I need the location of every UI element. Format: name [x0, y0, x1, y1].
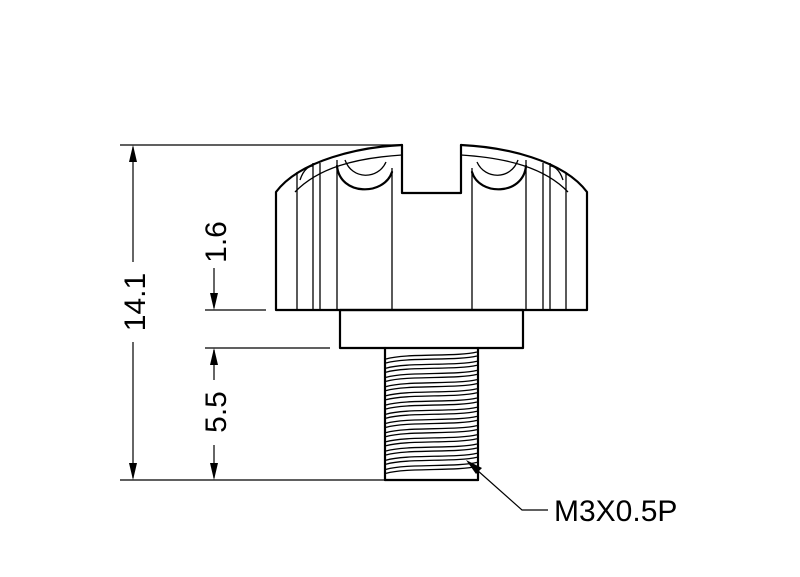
thread-crest: [385, 351, 478, 360]
thread-crest: [385, 388, 478, 397]
thread-callout-label: M3X0.5P: [554, 495, 677, 528]
thread-root: [385, 465, 478, 475]
overall-height-label: 14.1: [119, 273, 152, 331]
thread-root: [385, 373, 478, 383]
thread-root: [385, 410, 478, 419]
thread-crest: [385, 369, 478, 379]
thread-crest: [385, 360, 478, 369]
dimension-overall-height: 14.1: [119, 145, 152, 480]
thread-root: [385, 392, 478, 401]
head-slot: [400, 143, 463, 195]
collar-height-label: 1.6: [200, 221, 233, 263]
thread-root: [385, 438, 478, 447]
knurl-scallops: [299, 159, 564, 191]
thread-callout: M3X0.5P: [466, 460, 677, 528]
thread-crest: [385, 434, 478, 443]
thread-root: [385, 419, 478, 429]
thread-crest: [385, 378, 478, 388]
thread-root: [385, 364, 478, 373]
thread-crest: [385, 415, 478, 425]
thread-crest: [385, 443, 478, 452]
thread-length-label: 5.5: [200, 391, 233, 433]
thread-root: [385, 382, 478, 392]
thread-root: [385, 447, 478, 456]
threaded-shank: [383, 346, 480, 482]
screw-head: [274, 143, 589, 312]
thread-root: [385, 456, 478, 465]
thread-crest: [385, 424, 478, 434]
dimension-collar-height: 1.6: [200, 221, 233, 365]
thread-root: [385, 428, 478, 438]
thread-crest: [385, 406, 478, 415]
dimension-thread-length: 5.5: [200, 350, 233, 480]
knurl-ribs: [296, 160, 567, 310]
head-outline: [274, 143, 589, 312]
thread-root: [385, 355, 478, 364]
thread-crest: [385, 452, 478, 461]
screw-collar: [338, 308, 525, 350]
thread-root: [385, 401, 478, 410]
thread-crest: [385, 397, 478, 406]
extension-lines: [120, 144, 402, 481]
